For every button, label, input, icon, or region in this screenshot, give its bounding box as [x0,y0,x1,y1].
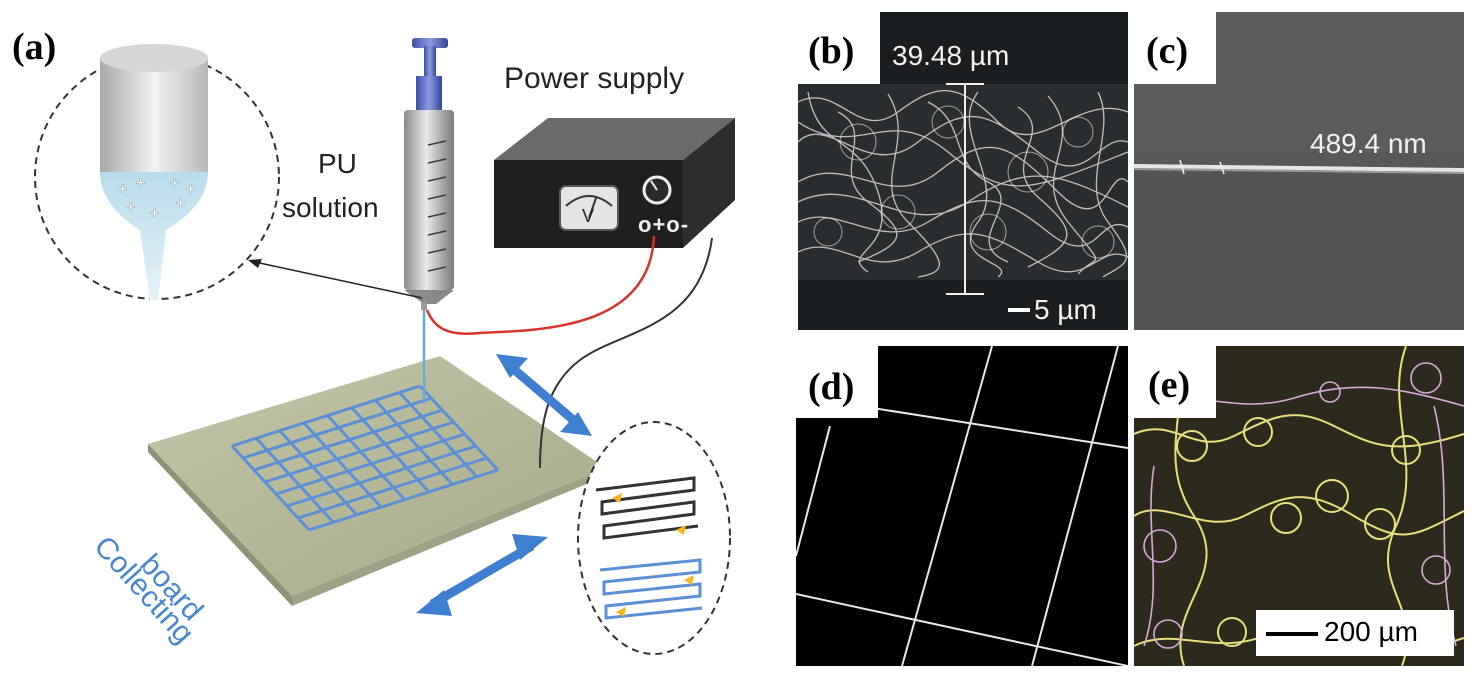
svg-text:+: + [118,181,127,198]
panel-label-e: (e) [1148,364,1191,406]
voltmeter-symbol: V [582,206,595,226]
diameter-measure-bar [946,83,984,295]
printed-fiber-grid [230,384,500,532]
svg-text:+: + [176,195,185,212]
panel-label-d: (d) [808,366,855,408]
solution-label: solution [282,192,379,223]
pu-label: PU [318,148,357,179]
pattern-zoom-circle [577,421,731,655]
nozzle-icon: ++++ +++ [100,44,208,300]
panel-label-c: (c) [1146,30,1189,72]
svg-text:+: + [170,175,179,192]
electrospinning-schematic: ++++ +++ [34,38,735,655]
power-supply-label: Power supply [504,62,685,95]
svg-text:+: + [150,205,159,222]
serpentine-pattern-blue [599,558,703,620]
panel-label-b: (b) [808,30,855,72]
svg-text:+: + [136,175,145,192]
syringe-icon [404,38,454,310]
panel-e: (e) 200 µm [1134,346,1464,666]
scale-bar-e [1266,632,1318,636]
voltmeter [559,185,619,231]
svg-text:+: + [186,181,195,198]
double-arrow-icon [496,354,592,436]
power-supply-icon [494,118,735,248]
panel-d: (d) [796,346,1128,666]
positive-wire [425,235,656,335]
panel-a: ++++ +++ (a) Power supply PU solution [12,26,735,655]
scale-bar-label-b: 5 µm [1034,294,1097,325]
fiber-bundle-width-label: 39.48 µm [892,40,1010,71]
fiber-diameter-label: 489.4 nm [1310,128,1427,159]
single-fiber [1134,164,1464,172]
single-fiber-sem-image [1134,12,1464,330]
terminal-symbols: o+o- [638,212,690,237]
double-arrow-icon [416,534,548,616]
serpentine-pattern [595,476,699,540]
scale-bar [1008,308,1030,312]
ground-wire [539,237,713,469]
panel-b: (b) 39.48 µm 5 µm [798,12,1128,330]
panel-label-a: (a) [12,26,57,68]
panel-c: (c) 489.4 nm [1134,12,1464,330]
scale-bar-label-e: 200 µm [1324,616,1418,647]
svg-text:+: + [126,199,135,216]
